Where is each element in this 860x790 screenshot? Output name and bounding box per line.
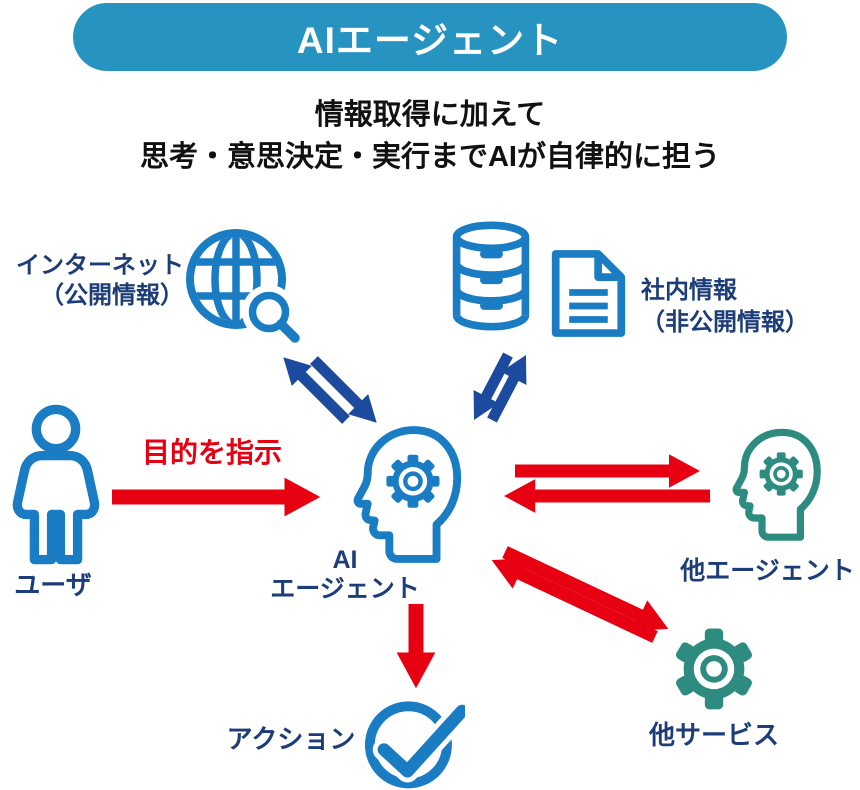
- arrow-ai-other-agents-two-way: [504, 454, 710, 513]
- gear-icon: [676, 628, 752, 710]
- action-node-label: アクション: [226, 724, 356, 754]
- arrow-ai-internet-two-way: [283, 356, 377, 424]
- other-agents-node-label: 他エージェント: [680, 557, 855, 585]
- internet-node-label: インターネット （公開情報）: [16, 252, 184, 309]
- arrow-ai-other-services-two-way: [491, 546, 669, 643]
- other-services-node-label: 他サービス: [648, 720, 779, 750]
- subtitle-line1: 情報取得に加えて: [314, 99, 546, 131]
- globe-search-icon: [186, 229, 303, 346]
- arrow-ai-internal-info-two-way: [473, 352, 527, 423]
- other-agent-head-gear-icon: [732, 428, 821, 541]
- check-circle-icon: [365, 699, 465, 789]
- subtitle: 情報取得に加えて 思考・意思決定・実行までAIが自律的に担う: [0, 94, 860, 178]
- page-title: AIエージェント: [296, 20, 564, 61]
- ai-agent-head-gear-icon: [353, 426, 462, 563]
- user-node-label: ユーザ: [14, 570, 92, 600]
- instruction-label: 目的を指示: [141, 437, 282, 468]
- internal-info-node-label: 社内情報 （非公開情報）: [641, 277, 809, 336]
- ai-agent-node-label: AI エージェント: [270, 546, 420, 603]
- title-banner: AIエージェント: [73, 3, 787, 71]
- subtitle-line2: 思考・意思決定・実行までAIが自律的に担う: [139, 141, 720, 173]
- person-icon: [12, 404, 100, 565]
- database-icon: [452, 221, 530, 331]
- document-icon: [551, 250, 626, 337]
